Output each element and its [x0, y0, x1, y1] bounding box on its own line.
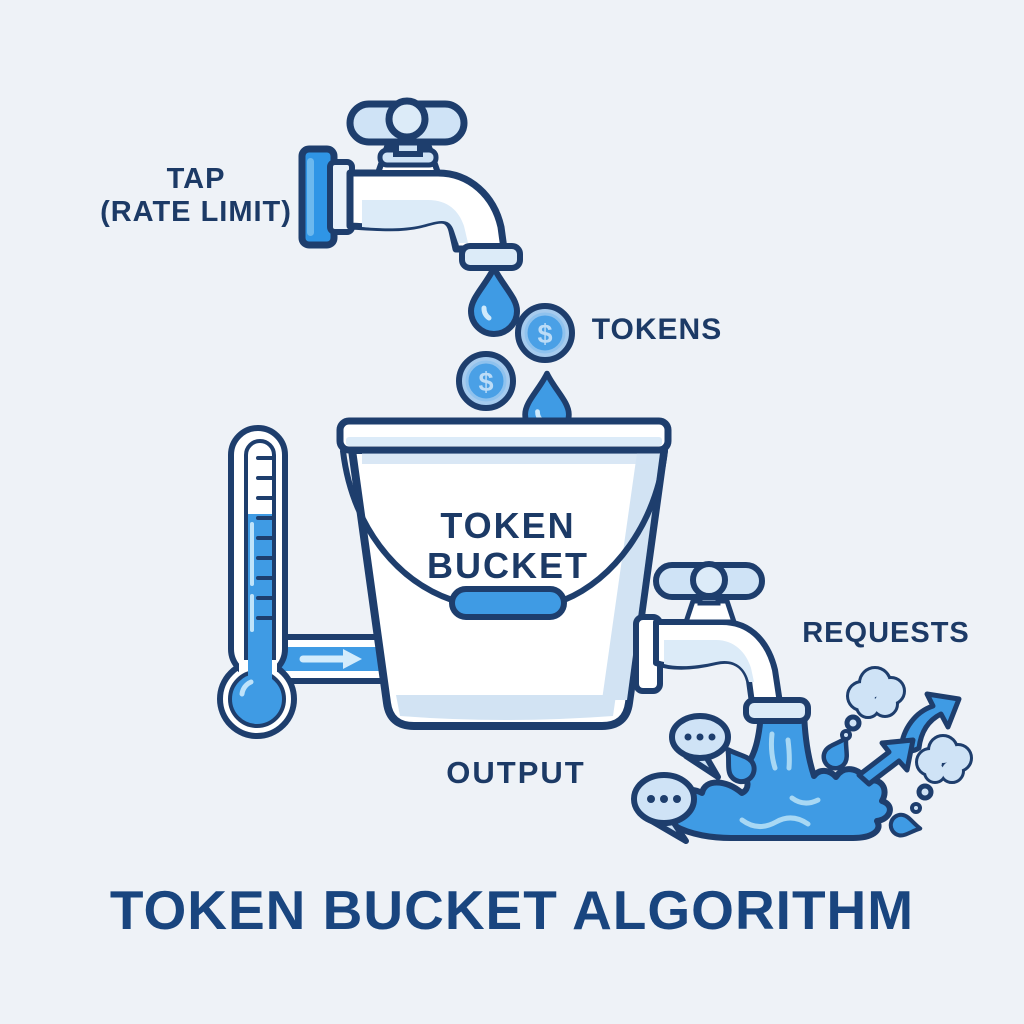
output-tap-hub — [690, 561, 728, 599]
thought-cloud-icon — [910, 734, 973, 814]
inflow-arrow — [299, 649, 362, 669]
tap-label-line2: (RATE LIMIT) — [100, 196, 292, 228]
gauge-bulb-highlight — [239, 679, 254, 697]
bucket-label-line1: TOKEN — [440, 505, 575, 546]
water-splash-icon — [663, 697, 923, 841]
bucket-icon: TOKEN BUCKET — [336, 417, 672, 730]
token-coin-icon: $ — [456, 351, 516, 411]
output-tap-icon — [633, 561, 783, 706]
bucket-rim-shadow — [362, 452, 650, 464]
water-drop-icon — [821, 735, 849, 771]
bucket-label-line2: BUCKET — [427, 545, 589, 586]
bucket-handle-icon — [340, 448, 668, 620]
bucket-bottom-shading — [396, 695, 616, 720]
gauge-fill-connector — [248, 644, 272, 696]
bucket-handle-grip — [449, 586, 567, 620]
coin-dollar-symbol: $ — [478, 367, 493, 397]
splash-body — [663, 709, 893, 841]
tap-icon — [298, 97, 523, 271]
tap-label-line1: TAP — [167, 163, 226, 195]
coin-dollar-symbol: $ — [537, 319, 552, 349]
tap-handle-hub — [385, 97, 429, 141]
splash-highlights — [739, 731, 821, 829]
up-right-arrow-icon — [856, 737, 916, 787]
tap-spout-band — [459, 243, 523, 271]
output-tap-neck — [683, 598, 737, 625]
level-gauge-icon — [217, 425, 297, 739]
tap-plate-highlight — [307, 158, 314, 236]
water-drop-icon — [888, 812, 923, 838]
water-drop-icon — [468, 265, 520, 337]
bucket-rim-shading — [346, 437, 662, 446]
page-title: TOKEN BUCKET ALGORITHM — [110, 879, 914, 941]
water-drop-icon — [725, 747, 757, 785]
speech-bubble-icon — [669, 713, 731, 780]
speech-bubble-icon — [631, 772, 697, 844]
output-label: OUTPUT — [446, 755, 585, 790]
thought-cloud-icon — [840, 666, 906, 741]
request-symbols — [631, 666, 973, 844]
token-coin-icon: $ — [515, 303, 575, 363]
output-spout-band — [743, 697, 811, 724]
gauge-tick-marks — [256, 456, 274, 620]
falling-tokens: $ $ — [456, 265, 575, 440]
requests-label: REQUESTS — [802, 617, 970, 649]
tokens-label: TOKENS — [592, 313, 722, 346]
tap-body-shading — [362, 200, 468, 243]
output-tap-body-shading — [664, 640, 754, 682]
